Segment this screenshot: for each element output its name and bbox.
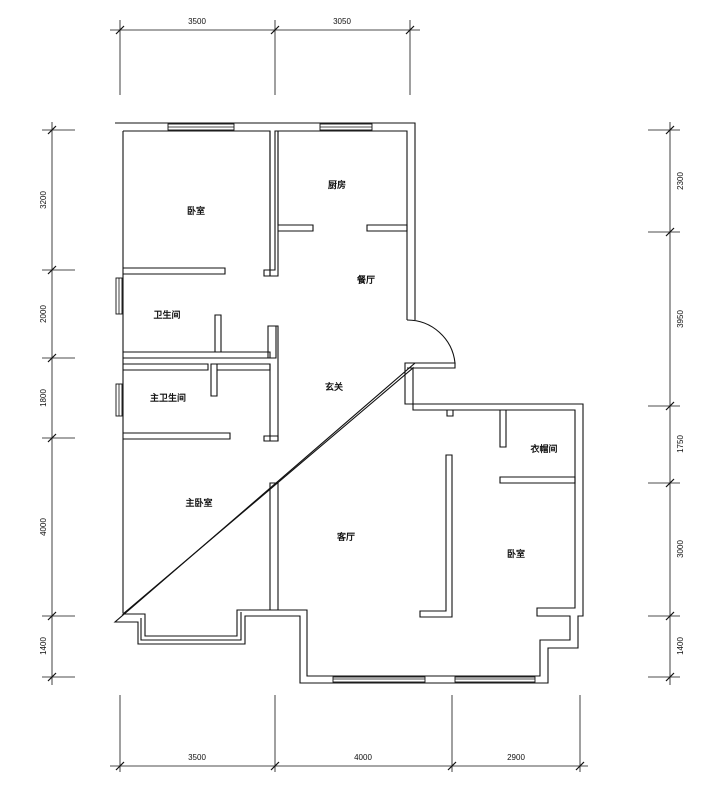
dimension-top: 3500 3050: [110, 17, 420, 95]
dim-right-3: 1750: [676, 435, 685, 453]
dim-bottom-1: 3500: [188, 753, 206, 762]
dimension-bottom: 3500 4000 2900: [110, 695, 588, 772]
dim-top-1: 3500: [188, 17, 206, 26]
room-label-closet: 衣帽间: [530, 443, 557, 455]
entry-door: [406, 319, 456, 369]
dim-left-4: 4000: [39, 518, 48, 536]
room-label-kitchen: 厨房: [328, 179, 346, 191]
window-living-2: [454, 676, 536, 683]
bay-window-master: [140, 612, 242, 641]
dimension-right: 2300 3950 1750 3000 1400: [648, 122, 685, 685]
walls: [113, 122, 584, 684]
dim-right-2: 3950: [676, 310, 685, 328]
dimension-left: 3200 2000 1800 4000 1400: [39, 122, 75, 685]
room-label-bathroom: 卫生间: [153, 309, 180, 321]
dim-bottom-2: 4000: [354, 753, 372, 762]
room-label-foyer: 玄关: [325, 381, 343, 393]
room-label-living: 客厅: [336, 531, 355, 543]
room-label-bedroom-nw: 卧室: [187, 205, 205, 217]
dim-top-2: 3050: [333, 17, 351, 26]
room-label-dining: 餐厅: [356, 274, 375, 286]
dim-right-1: 2300: [676, 172, 685, 190]
dim-right-5: 1400: [676, 637, 685, 655]
dim-bottom-3: 2900: [507, 753, 525, 762]
room-labels: 卧室 厨房 餐厅 卫生间 玄关 主卫生间 衣帽间 主卧室 客厅 卧室: [150, 179, 558, 560]
room-label-master-bath: 主卫生间: [150, 392, 186, 404]
windows: [115, 123, 536, 683]
dim-left-2: 2000: [39, 305, 48, 323]
dim-right-4: 3000: [676, 540, 685, 558]
dim-left-3: 1800: [39, 389, 48, 407]
dim-left-1: 3200: [39, 191, 48, 209]
room-label-master-bedroom: 主卧室: [185, 497, 212, 509]
dim-left-5: 1400: [39, 637, 48, 655]
window-living-1: [332, 676, 426, 683]
room-label-bedroom-se: 卧室: [507, 548, 525, 560]
